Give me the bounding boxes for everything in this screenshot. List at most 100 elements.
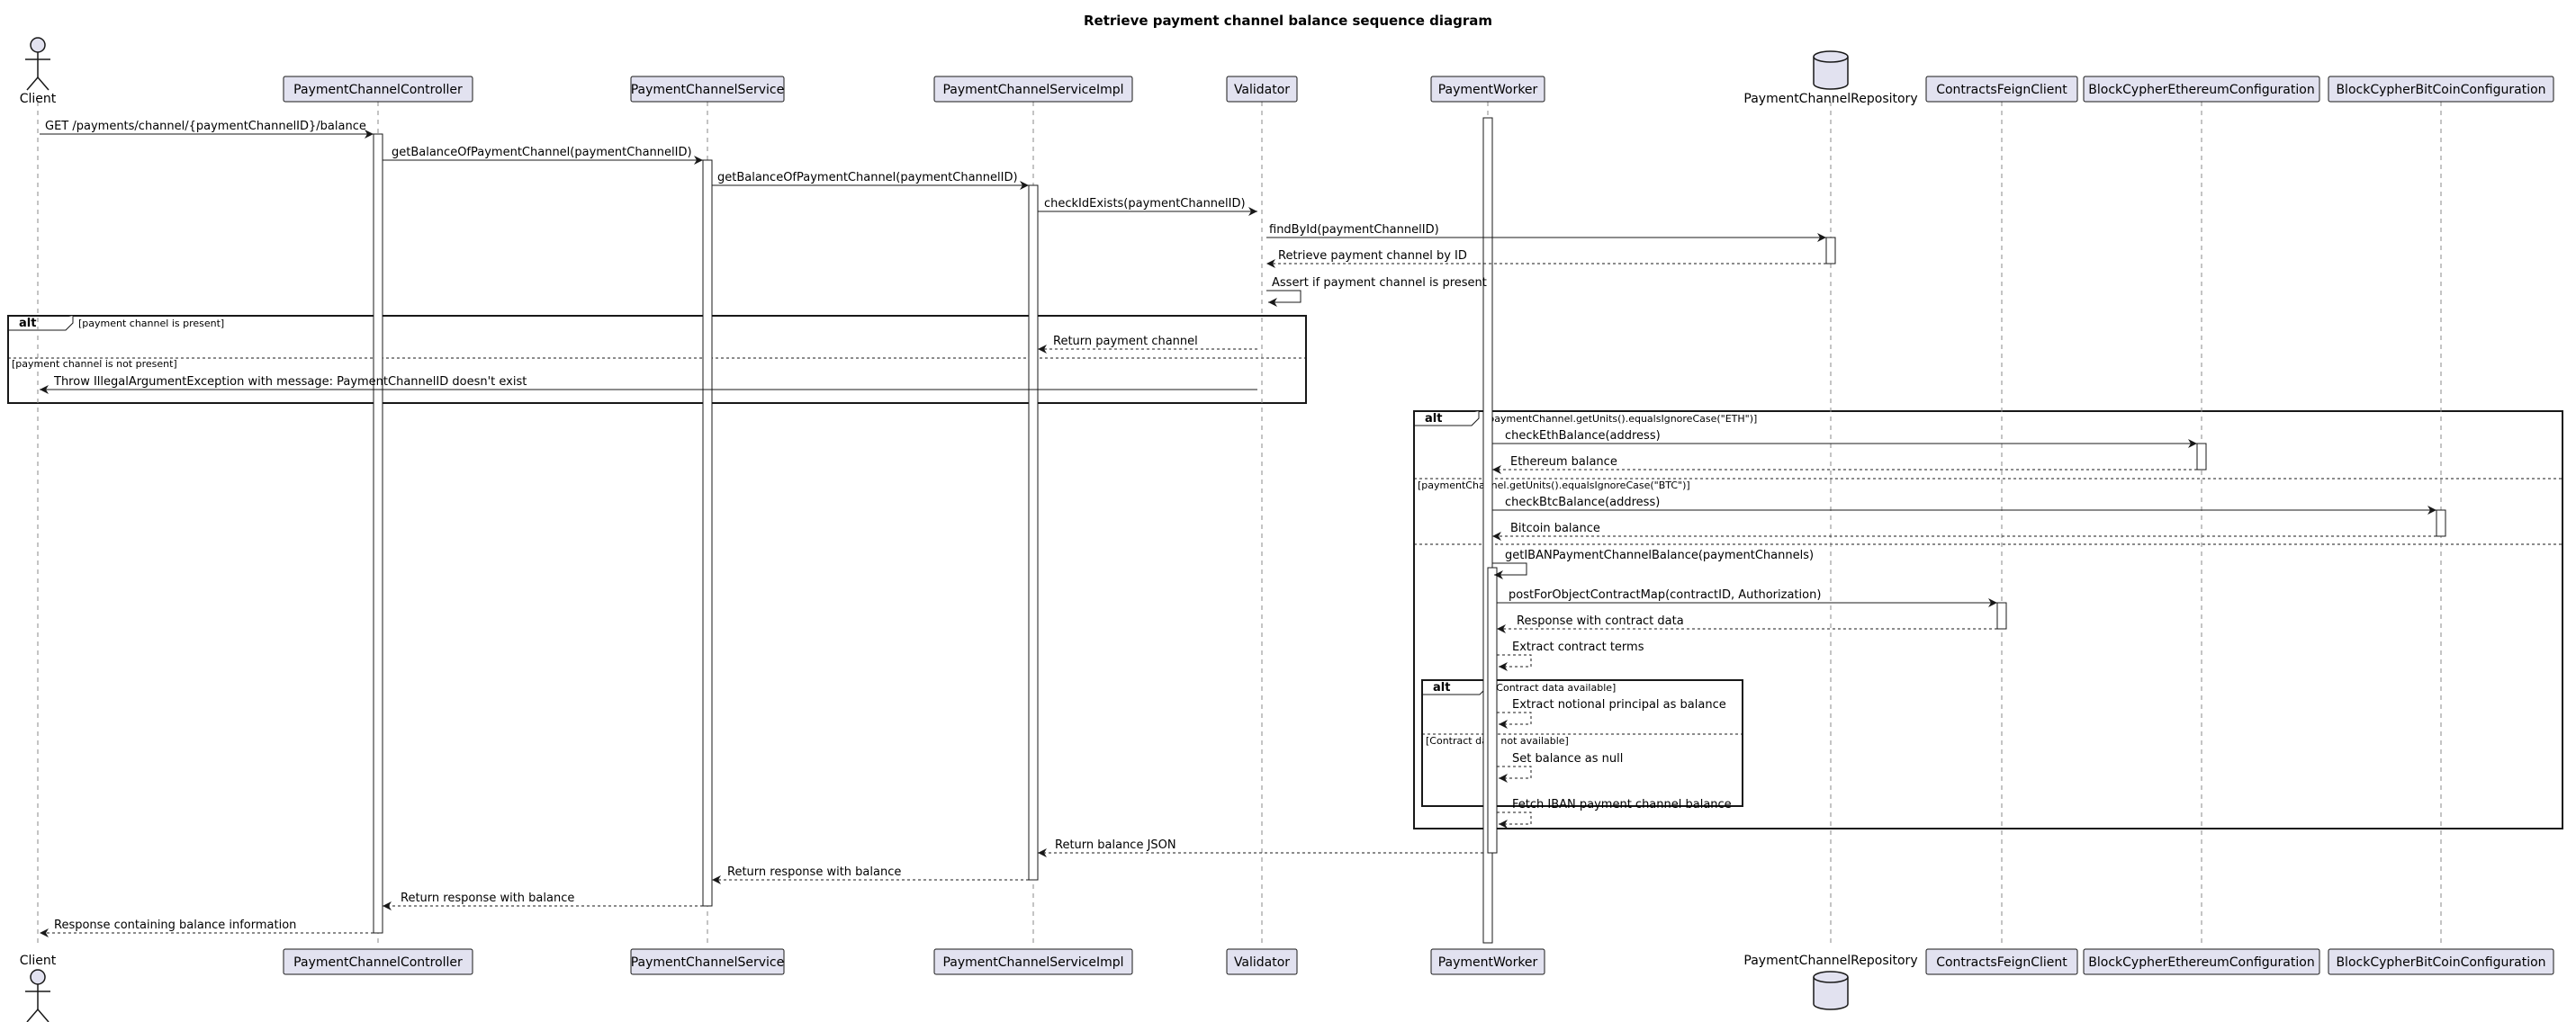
database-body-icon xyxy=(1813,977,1849,1010)
participant-box-worker-top: PaymentWorker xyxy=(1430,76,1545,103)
participant-box xyxy=(2083,948,2320,975)
database-repo-top: PaymentChannelRepository xyxy=(1743,50,1918,106)
participant-label-feign: ContractsFeignClient xyxy=(1936,955,2067,970)
participant-box-worker-bottom: PaymentWorker xyxy=(1430,948,1545,975)
activation-bar xyxy=(1825,237,1836,264)
participant-box-eth-bottom: BlockCypherEthereumConfiguration xyxy=(2083,948,2320,975)
participant-box-btc-bottom: BlockCypherBitCoinConfiguration xyxy=(2328,948,2554,975)
actor-client-top: Client xyxy=(20,37,57,106)
message-label: Return balance JSON xyxy=(1055,838,1176,852)
fragment-tab xyxy=(8,316,74,331)
activation-bar xyxy=(702,159,713,907)
message-label: GET /payments/channel/{paymentChannelID}… xyxy=(45,120,366,133)
self-message-arrow xyxy=(1497,654,1532,671)
activation-bar xyxy=(373,133,383,934)
activation-bar xyxy=(2436,509,2446,537)
message-label: getBalanceOfPaymentChannel(paymentChanne… xyxy=(717,171,1018,184)
participant-box-btc-top: BlockCypherBitCoinConfiguration xyxy=(2328,76,2554,103)
database-body-icon xyxy=(1813,57,1849,90)
participant-box xyxy=(1925,76,2078,103)
participant-box xyxy=(1925,948,2078,975)
message-label: Response with contract data xyxy=(1517,614,1684,628)
fragment-condition: [paymentChannel.getUnits().equalsIgnoreC… xyxy=(1418,480,1690,491)
participant-label-impl: PaymentChannelServiceImpl xyxy=(942,83,1123,97)
actor-legs-icon xyxy=(26,76,50,91)
participant-box xyxy=(1226,948,1298,975)
fragment-condition: [payment channel is not present] xyxy=(12,358,177,370)
self-message-arrow xyxy=(1497,766,1532,783)
participant-box xyxy=(1430,948,1545,975)
message-label: Return payment channel xyxy=(1053,335,1198,348)
self-message-arrow xyxy=(1497,712,1532,729)
participant-label-repo: PaymentChannelRepository xyxy=(1743,954,1917,968)
participant-label-ctrl: PaymentChannelController xyxy=(293,83,463,97)
message-label: Return response with balance xyxy=(401,892,574,905)
database-repo-bottom: PaymentChannelRepository xyxy=(1743,954,1918,1010)
participant-label-val: Validator xyxy=(1234,83,1290,97)
message-label: Throw IllegalArgumentException with mess… xyxy=(53,375,527,389)
participant-box-val-top: Validator xyxy=(1226,76,1298,103)
message-label: getIBANPaymentChannelBalance(paymentChan… xyxy=(1505,549,1814,562)
participant-box xyxy=(2328,76,2554,103)
participant-box xyxy=(283,948,473,975)
message-label: getBalanceOfPaymentChannel(paymentChanne… xyxy=(392,146,692,159)
fragment-condition: [Contract data available] xyxy=(1492,682,1616,694)
participant-label-worker: PaymentWorker xyxy=(1438,955,1538,970)
participant-label-val: Validator xyxy=(1234,955,1290,970)
participant-box-eth-top: BlockCypherEthereumConfiguration xyxy=(2083,76,2320,103)
message-label: Set balance as null xyxy=(1512,752,1623,766)
message-label: Bitcoin balance xyxy=(1510,522,1600,535)
message-label: Extract contract terms xyxy=(1512,641,1644,654)
self-message-arrow xyxy=(1266,290,1302,307)
participant-box xyxy=(630,948,785,975)
diagram-title: Retrieve payment channel balance sequenc… xyxy=(1084,13,1492,29)
fragment-frame xyxy=(1421,679,1743,807)
message-label: Extract notional principal as balance xyxy=(1512,698,1726,712)
message-label: Retrieve payment channel by ID xyxy=(1278,249,1467,263)
participant-box xyxy=(933,948,1133,975)
fragment-tab xyxy=(1422,680,1488,695)
fragment-condition: [payment channel is present] xyxy=(78,318,224,329)
activation-bar xyxy=(1482,117,1493,944)
participant-box xyxy=(1226,76,1298,103)
participant-box xyxy=(283,76,473,103)
alt-fragment: alt[payment channel is present][payment … xyxy=(7,315,1307,404)
participant-box-ctrl-top: PaymentChannelController xyxy=(283,76,473,103)
fragment-condition: [paymentChannel.getUnits().equalsIgnoreC… xyxy=(1484,413,1757,425)
activation-bar xyxy=(1487,567,1498,854)
participant-box-impl-top: PaymentChannelServiceImpl xyxy=(933,76,1133,103)
participant-box-val-bottom: Validator xyxy=(1226,948,1298,975)
message-label: checkBtcBalance(address) xyxy=(1505,496,1660,509)
participant-label-ctrl: PaymentChannelController xyxy=(293,955,463,970)
activation-bar xyxy=(1028,184,1039,881)
alt-fragment: alt[paymentChannel.getUnits().equalsIgno… xyxy=(1413,410,2563,829)
message-label: Return response with balance xyxy=(727,865,901,879)
self-message-arrow xyxy=(1497,811,1532,829)
participant-label-svc: PaymentChannelService xyxy=(631,83,785,97)
participant-box xyxy=(630,76,785,103)
participant-label-client: Client xyxy=(20,954,57,968)
fragment-frame xyxy=(7,315,1307,404)
actor-head-icon xyxy=(30,37,46,53)
participant-box-ctrl-bottom: PaymentChannelController xyxy=(283,948,473,975)
message-label: postForObjectContractMap(contractID, Aut… xyxy=(1509,588,1821,602)
participant-box-feign-bottom: ContractsFeignClient xyxy=(1925,948,2078,975)
participant-label-eth: BlockCypherEthereumConfiguration xyxy=(2088,955,2314,970)
message-label: Response containing balance information xyxy=(54,919,296,932)
participant-box-impl-bottom: PaymentChannelServiceImpl xyxy=(933,948,1133,975)
message-label: checkIdExists(paymentChannelID) xyxy=(1044,197,1246,211)
participant-label-btc: BlockCypherBitCoinConfiguration xyxy=(2336,83,2545,97)
activation-bar xyxy=(2196,443,2207,471)
participant-box xyxy=(2328,948,2554,975)
participant-label-eth: BlockCypherEthereumConfiguration xyxy=(2088,83,2314,97)
participant-box xyxy=(933,76,1133,103)
participant-box xyxy=(2083,76,2320,103)
participant-box-svc-bottom: PaymentChannelService xyxy=(630,948,785,975)
actor-head-icon xyxy=(30,969,46,985)
participant-label-feign: ContractsFeignClient xyxy=(1936,83,2067,97)
database-top-icon xyxy=(1813,971,1849,983)
participant-label-worker: PaymentWorker xyxy=(1438,83,1538,97)
fragment-tab xyxy=(1414,411,1480,426)
